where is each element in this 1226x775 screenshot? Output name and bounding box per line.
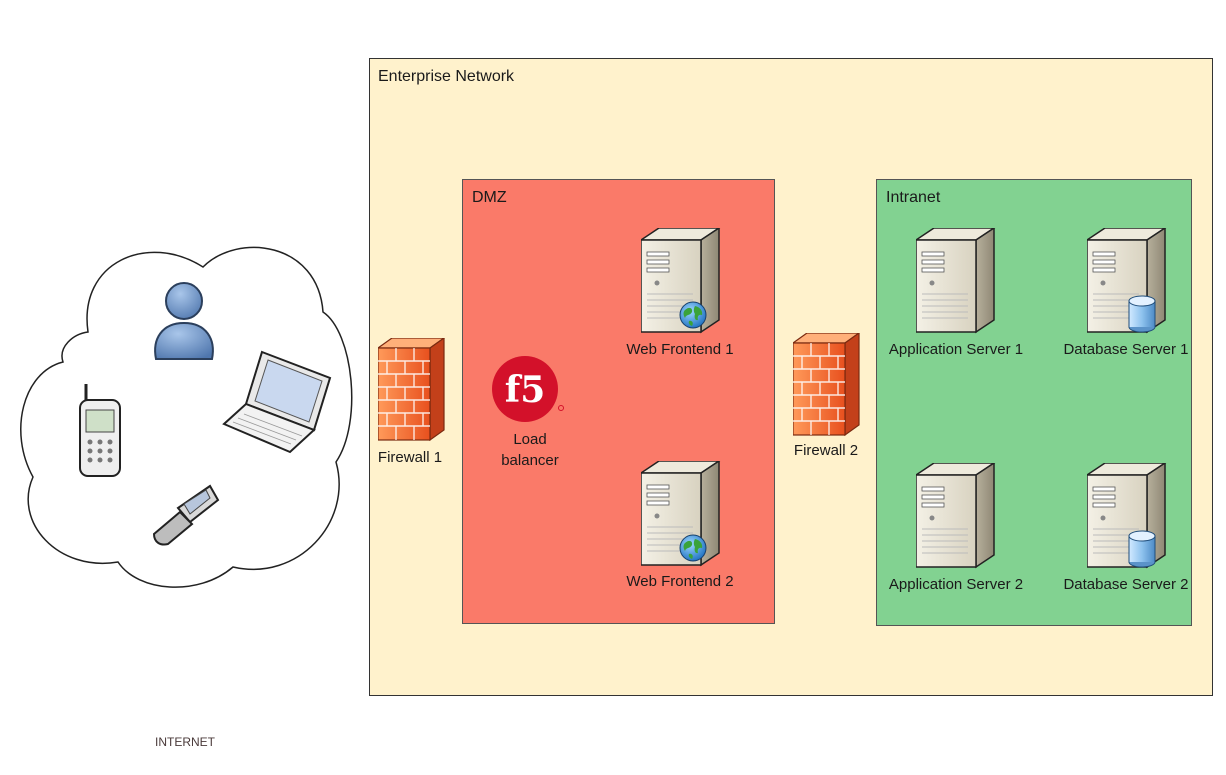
database-server-2-icon bbox=[1087, 463, 1166, 568]
web-frontend-1-label: Web Frontend 1 bbox=[626, 341, 734, 358]
internet-label: INTERNET bbox=[155, 735, 215, 749]
intranet-label: Intranet bbox=[886, 189, 941, 206]
web-frontend-2-label: Web Frontend 2 bbox=[626, 573, 734, 590]
firewall-1-label: Firewall 1 bbox=[377, 449, 443, 466]
database-server-1-icon bbox=[1087, 228, 1166, 333]
web-frontend-2-icon bbox=[641, 461, 720, 566]
load-balancer-label: Load balancer bbox=[501, 431, 559, 469]
flip-phone-icon bbox=[152, 484, 220, 546]
firewall-2-icon bbox=[793, 333, 860, 436]
application-server-1-label: Application Server 1 bbox=[888, 341, 1024, 358]
f5-logo-text: f5 bbox=[505, 369, 546, 411]
user-icon bbox=[154, 282, 214, 360]
application-server-1-icon bbox=[916, 228, 995, 333]
web-frontend-1-icon bbox=[641, 228, 720, 333]
enterprise-network-label: Enterprise Network bbox=[378, 68, 515, 85]
f5-logo-icon: f5 bbox=[492, 356, 564, 422]
application-server-2-label: Application Server 2 bbox=[888, 576, 1024, 593]
internet-cloud bbox=[20, 246, 353, 588]
firewall-2-label: Firewall 2 bbox=[793, 442, 859, 459]
dmz-label: DMZ bbox=[472, 189, 507, 206]
cell-phone-icon bbox=[79, 384, 121, 477]
laptop-icon bbox=[222, 350, 332, 454]
application-server-2-icon bbox=[916, 463, 995, 568]
database-server-2-label: Database Server 2 bbox=[1063, 576, 1189, 593]
firewall-1-icon bbox=[378, 338, 445, 441]
database-server-1-label: Database Server 1 bbox=[1063, 341, 1189, 358]
